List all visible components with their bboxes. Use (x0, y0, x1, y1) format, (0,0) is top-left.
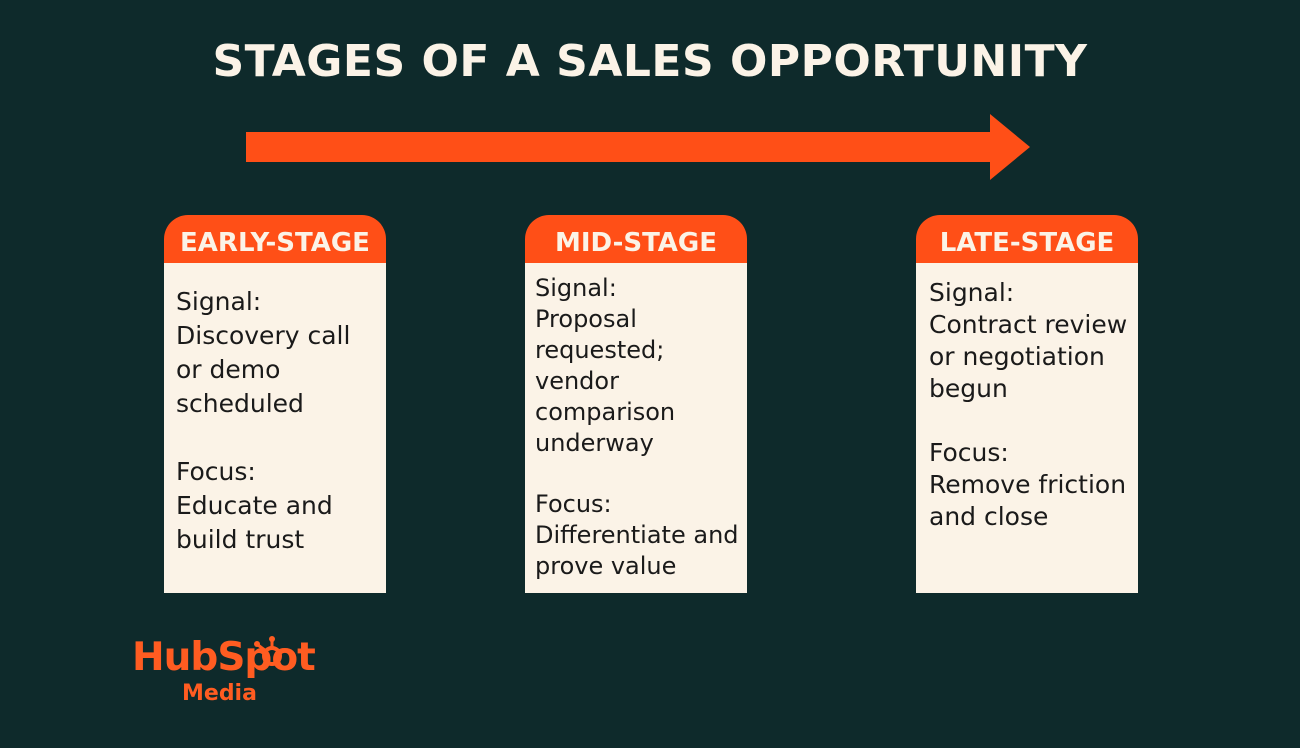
hubspot-media-logo: HubSpot Media (132, 634, 316, 714)
signal-text: Discovery call or demo scheduled (176, 321, 351, 418)
diagram-title: STAGES OF A SALES OPPORTUNITY (212, 36, 1088, 87)
stage-body-late: Signal: Contract review or negotiation b… (916, 263, 1138, 593)
stage-header-early: EARLY-STAGE (164, 215, 386, 263)
signal-text: Proposal requested; vendor comparison un… (535, 305, 676, 457)
focus-label: Focus: (929, 438, 1009, 467)
focus-label: Focus: (176, 457, 256, 486)
sprocket-icon (254, 636, 282, 670)
signal-label: Signal: (535, 274, 617, 302)
stage-header-late: LATE-STAGE (916, 215, 1138, 263)
logo-wordmark: HubSpot (132, 635, 316, 680)
stage-card-late: LATE-STAGE Signal: Contract review or ne… (916, 215, 1138, 593)
stage-card-mid: MID-STAGE Signal: Proposal requested; ve… (525, 215, 747, 593)
logo-subtitle: Media (182, 681, 257, 706)
signal-label: Signal: (176, 287, 262, 316)
focus-label: Focus: (535, 490, 612, 518)
stage-body-mid: Signal: Proposal requested; vendor compa… (525, 263, 747, 593)
stage-body-early: Signal: Discovery call or demo scheduled… (164, 263, 386, 593)
arrow-shape (246, 114, 1030, 180)
stage-card-early: EARLY-STAGE Signal: Discovery call or de… (164, 215, 386, 593)
focus-text: Educate and build trust (176, 491, 333, 554)
stage-header-mid: MID-STAGE (525, 215, 747, 263)
focus-text: Differentiate and prove value (535, 521, 739, 580)
progress-arrow (246, 114, 1030, 180)
focus-text: Remove friction and close (929, 470, 1127, 531)
signal-text: Contract review or negotiation begun (929, 310, 1128, 403)
signal-label: Signal: (929, 278, 1015, 307)
